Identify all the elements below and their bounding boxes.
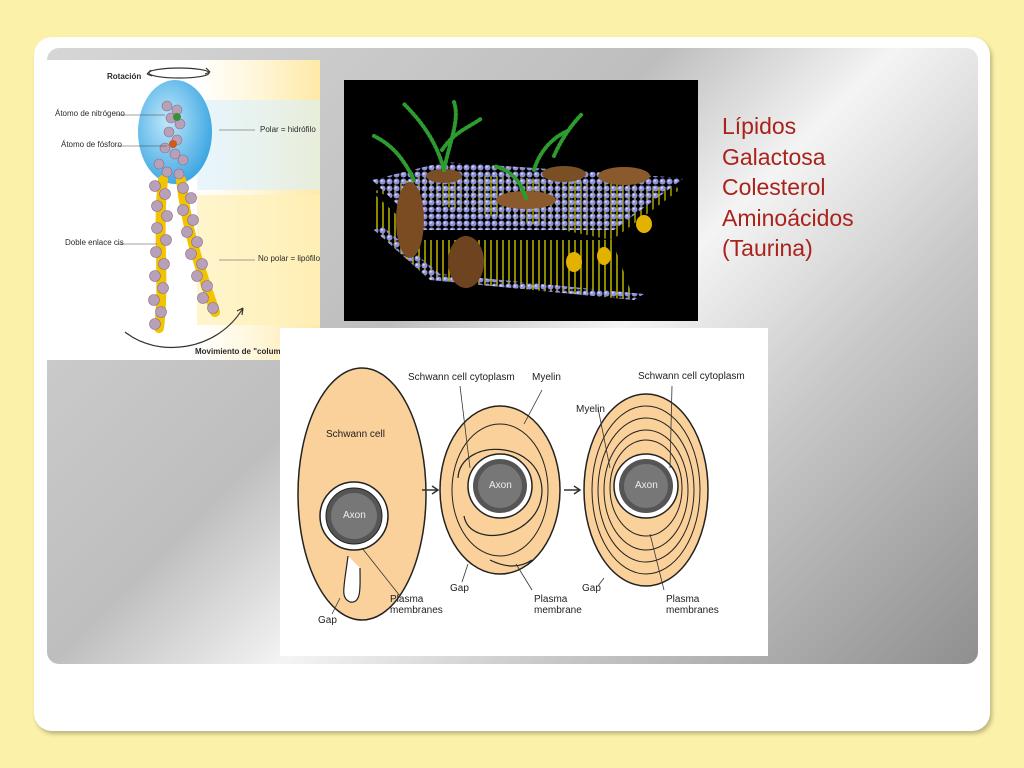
label-nonpolar: No polar = lipófilo <box>258 254 320 263</box>
label-schwann-cell: Schwann cell <box>326 429 385 440</box>
membrane-drawing <box>372 100 684 300</box>
cell-membrane-model <box>344 80 698 321</box>
label-axon-1: Axon <box>343 510 366 521</box>
label-plasma-membrane-2: Plasma membrane <box>534 594 582 616</box>
label-cis-bond: Doble enlace cis <box>65 238 124 247</box>
stage-2 <box>439 405 561 575</box>
list-item: Lípidos <box>722 113 797 139</box>
components-list: Lípidos Galactosa Colesterol Aminoácidos… <box>722 111 854 264</box>
list-item: Colesterol <box>722 174 826 200</box>
label-swing: Movimiento de "columpio" <box>195 347 297 356</box>
list-item: Galactosa <box>722 143 826 170</box>
label-nitrogen: Átomo de nitrógeno <box>55 109 125 118</box>
label-axon-3: Axon <box>635 480 658 491</box>
label-schwann-cytoplasm-2: Schwann cell cytoplasm <box>638 371 745 382</box>
myelination-drawing <box>297 367 709 621</box>
label-axon-2: Axon <box>489 480 512 491</box>
protein <box>396 182 424 258</box>
list-item: Aminoácidos <box>722 204 854 231</box>
label-myelin-2: Myelin <box>576 404 605 415</box>
phospholipid-diagram: Rotación Átomo de nitrógeno Átomo de fós… <box>47 60 320 360</box>
label-schwann-cytoplasm-1: Schwann cell cytoplasm <box>408 372 515 383</box>
label-phosphorus: Átomo de fósforo <box>61 140 122 149</box>
label-gap-2: Gap <box>450 583 469 594</box>
label-gap-3: Gap <box>582 583 601 594</box>
list-item: (Taurina) <box>722 235 813 261</box>
label-rotation: Rotación <box>107 72 142 81</box>
label-plasma-membranes-3: Plasma membranes <box>666 594 719 616</box>
label-plasma-membranes-1: Plasma membranes <box>390 594 443 616</box>
label-polar: Polar = hidrófilo <box>260 125 316 134</box>
polar-head <box>138 80 212 184</box>
stage-1 <box>297 367 427 621</box>
phospholipid-drawing <box>117 60 320 360</box>
myelination-diagram: Schwann cell Axon Axon Axon Gap Plasma m… <box>280 328 768 656</box>
label-myelin-1: Myelin <box>532 372 561 383</box>
stage-3 <box>583 393 709 587</box>
label-gap-1: Gap <box>318 615 337 626</box>
